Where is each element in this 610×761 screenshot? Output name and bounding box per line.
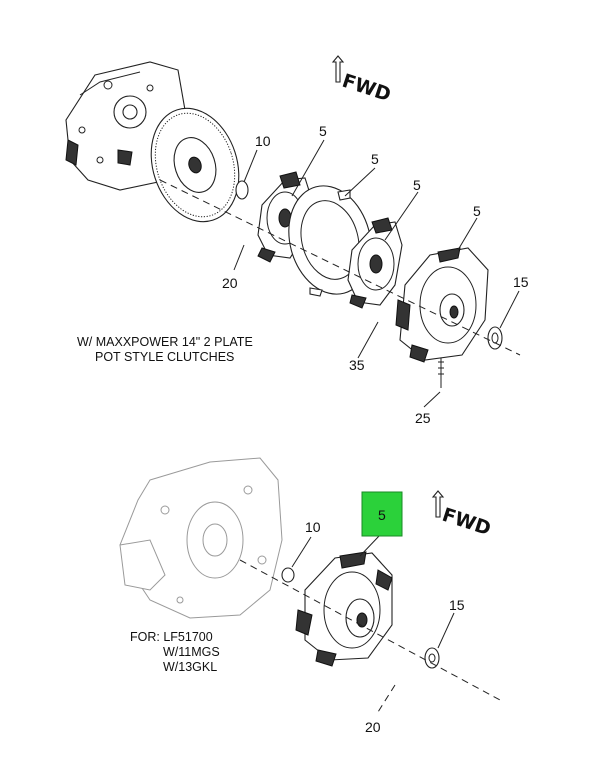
axis-line-top [159, 179, 521, 356]
clutch-disc-2-top [347, 217, 403, 309]
top-assembly: 10 5 5 5 5 20 15 35 25 FWD W/ MAXXPOWER … [65, 55, 529, 426]
fwd-arrow-icon [431, 490, 445, 518]
callout-15-bottom: 15 [449, 597, 465, 613]
note-line-2-bottom: W/11MGS [163, 645, 220, 659]
callout-5-disc1-top: 5 [319, 123, 327, 139]
callout-10-bottom: 10 [305, 519, 321, 535]
note-line-1-top: W/ MAXXPOWER 14" 2 PLATE [77, 335, 253, 349]
axis-line-bottom [239, 559, 501, 701]
callout-20-top: 20 [222, 275, 238, 291]
pressure-plate-top [395, 247, 489, 363]
pilot-bearing-top [235, 180, 249, 200]
callout-10-top: 10 [255, 133, 271, 149]
washer-bottom [424, 647, 440, 669]
fwd-label-top: FWD [339, 70, 393, 106]
fwd-arrow-icon [331, 55, 345, 83]
callout-35-top: 35 [349, 357, 365, 373]
callout-20-bottom: 20 [365, 719, 381, 735]
callout-5-disc2-top: 5 [413, 177, 421, 193]
callout-5-bottom[interactable]: 5 [378, 507, 386, 523]
callout-25-top: 25 [415, 410, 431, 426]
note-line-1-bottom: FOR: LF51700 [130, 630, 213, 644]
engine-housing-bottom [119, 457, 283, 619]
fwd-indicator-bottom: FWD [431, 490, 494, 540]
note-line-3-bottom: W/13GKL [163, 660, 217, 674]
callout-5-pressure-top: 5 [473, 203, 481, 219]
fwd-indicator-top: FWD [331, 55, 394, 106]
bolt-top [438, 358, 444, 388]
highlighted-callout-5[interactable]: 5 [361, 491, 403, 537]
highlight-box[interactable] [361, 491, 403, 537]
callout-5-plate-top: 5 [371, 151, 379, 167]
washer-top [487, 326, 503, 350]
pilot-bearing-bottom [281, 567, 295, 583]
callout-15-top: 15 [513, 274, 529, 290]
fwd-label-bottom: FWD [439, 504, 493, 540]
flywheel-top [150, 107, 240, 223]
note-line-2-top: POT STYLE CLUTCHES [95, 350, 234, 364]
bottom-assembly: 5 10 15 20 FWD FOR: LF51700 W/11MGS W/13… [119, 457, 501, 735]
pressure-plate-bottom [295, 551, 393, 667]
